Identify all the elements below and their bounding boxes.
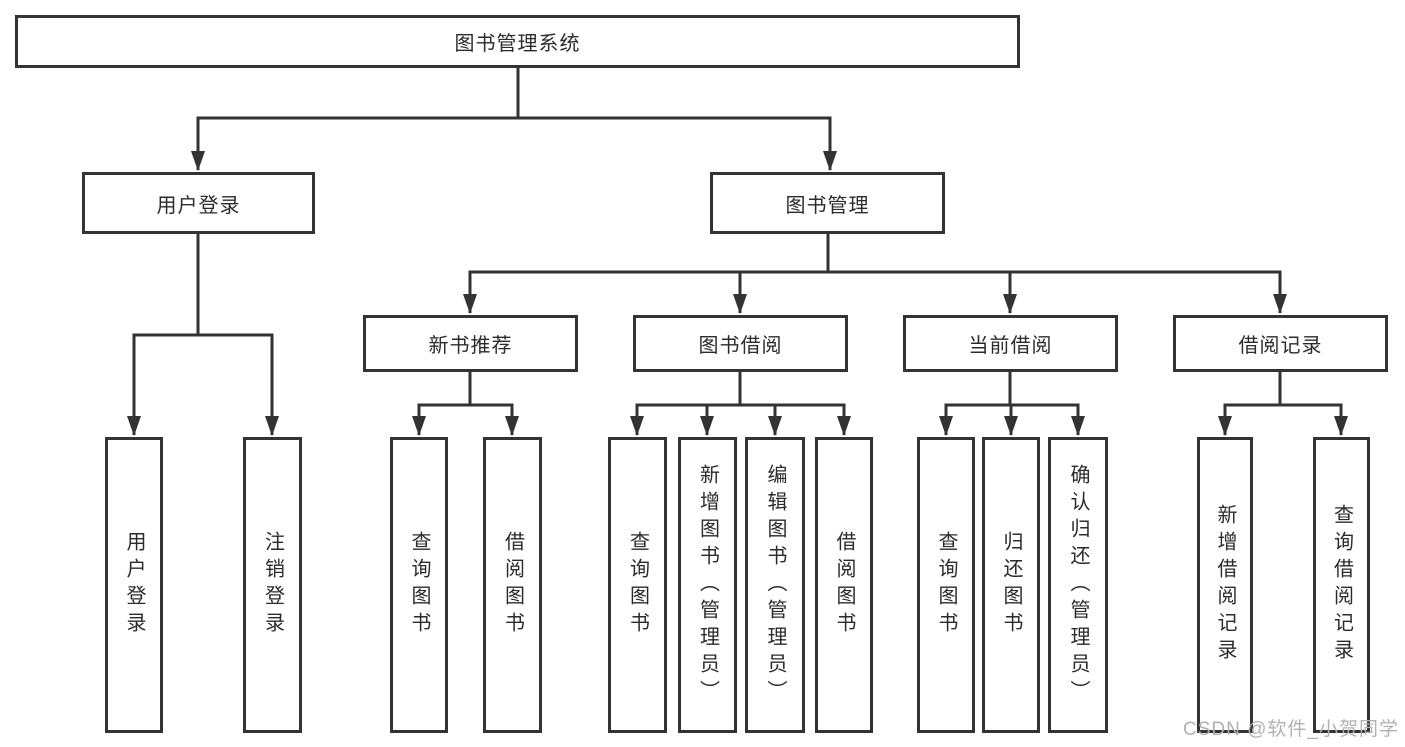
- node-leaf-confirm-return-admin: 确认归还（管理员）: [1048, 437, 1108, 733]
- node-book-management: 图书管理: [710, 172, 945, 234]
- node-leaf-logout: 注销登录: [243, 437, 302, 733]
- node-leaf-borrow-books-recommend: 借阅图书: [483, 437, 542, 733]
- node-leaf-add-book-admin: 新增图书（管理员）: [678, 437, 737, 733]
- watermark: CSDN @软件_小贺同学: [1183, 719, 1399, 740]
- node-leaf-query-borrow-record: 查询借阅记录: [1313, 437, 1370, 733]
- node-current-borrowing: 当前借阅: [903, 315, 1118, 372]
- node-library-system: 图书管理系统: [15, 15, 1020, 68]
- node-leaf-borrow-books-borrowing: 借阅图书: [815, 437, 873, 733]
- node-leaf-query-books-recommend: 查询图书: [390, 437, 448, 733]
- node-leaf-query-books-borrowing: 查询图书: [608, 437, 667, 733]
- node-new-book-recommend: 新书推荐: [363, 315, 578, 372]
- node-leaf-query-books-current: 查询图书: [917, 437, 975, 733]
- node-book-borrowing: 图书借阅: [633, 315, 848, 372]
- node-borrow-records: 借阅记录: [1173, 315, 1388, 372]
- node-user-login: 用户登录: [82, 172, 315, 234]
- node-leaf-user-login: 用户登录: [105, 437, 163, 733]
- node-leaf-return-books: 归还图书: [982, 437, 1040, 733]
- node-leaf-edit-book-admin: 编辑图书（管理员）: [745, 437, 805, 733]
- node-leaf-add-borrow-record: 新增借阅记录: [1197, 437, 1253, 733]
